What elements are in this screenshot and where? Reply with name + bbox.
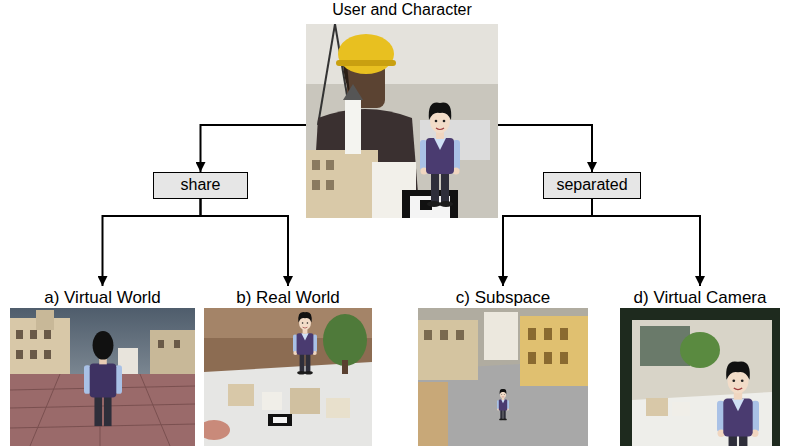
- subspace-photo: [418, 320, 478, 380]
- photo-caption: User and Character: [330, 1, 474, 19]
- virtual-camera-photo: [620, 308, 780, 446]
- virtual-world-photo: [84, 331, 122, 426]
- user-photo: [306, 24, 498, 84]
- connector-arrow: [201, 125, 307, 172]
- virtual-world-photo: [10, 308, 195, 446]
- user-photo: [312, 160, 320, 170]
- virtual-camera-photo: [672, 402, 690, 416]
- photo-caption: a) Virtual World: [42, 288, 163, 308]
- process-box: share: [153, 172, 248, 199]
- photo-caption: d) Virtual Camera: [632, 288, 769, 308]
- user-photo: [343, 84, 363, 100]
- virtual-world-photo: [30, 350, 37, 359]
- photo-caption: b) Real World: [234, 288, 342, 308]
- box-label: share: [180, 176, 220, 194]
- photo-node: d) Virtual Camera: [620, 286, 780, 446]
- box-label: separated: [556, 176, 627, 194]
- photo-caption: c) Subspace: [454, 288, 553, 308]
- user-photo: [306, 24, 498, 218]
- real-world-photo: [204, 308, 372, 446]
- subspace-photo: [484, 312, 518, 360]
- virtual-world-photo: [30, 330, 37, 339]
- real-world-photo: [342, 360, 348, 374]
- virtual-world-photo: [158, 340, 164, 348]
- connector-arrow: [592, 199, 700, 286]
- real-world-photo: [323, 314, 367, 366]
- subspace-photo: [497, 389, 509, 420]
- virtual-camera-photo: [680, 332, 720, 368]
- subspace-photo: [528, 352, 536, 364]
- real-world-photo: [293, 312, 317, 375]
- virtual-camera-photo: [717, 361, 759, 446]
- virtual-world-photo: [44, 330, 51, 339]
- subspace-photo: [418, 308, 588, 446]
- virtual-world-photo: [10, 308, 195, 446]
- subspace-photo: [544, 352, 552, 364]
- real-world-photo: [326, 398, 350, 418]
- virtual-camera-photo: [646, 398, 668, 416]
- user-photo: [306, 150, 378, 218]
- subspace-photo: [528, 328, 536, 340]
- virtual-world-photo: [36, 310, 54, 330]
- subspace-photo: [418, 382, 448, 446]
- virtual-world-photo: [16, 330, 23, 339]
- virtual-world-photo: [150, 330, 195, 376]
- connector-arrow: [498, 125, 592, 172]
- real-world-photo: [204, 362, 372, 446]
- photo-node: c) Subspace: [418, 286, 588, 446]
- user-photo: [420, 103, 460, 207]
- real-world-photo: [228, 384, 254, 406]
- photo-node: b) Real World: [204, 286, 372, 446]
- real-world-photo: [290, 388, 320, 414]
- user-photo: [326, 160, 334, 170]
- user-photo-node: User and Character: [306, 0, 498, 218]
- virtual-world-photo: [16, 350, 23, 359]
- user-photo: [345, 98, 361, 154]
- user-photo: [336, 60, 396, 66]
- subspace-photo: [440, 330, 448, 340]
- subspace-photo: [456, 330, 464, 340]
- subspace-photo: [560, 352, 568, 364]
- connector-arrow: [201, 199, 289, 286]
- subspace-photo: [544, 328, 552, 340]
- subspace-photo: [520, 316, 588, 386]
- subspace-photo: [418, 308, 588, 446]
- user-photo: [306, 24, 498, 218]
- virtual-world-photo: [174, 340, 180, 348]
- user-photo: [326, 180, 334, 190]
- user-photo: [318, 24, 335, 125]
- process-box: separated: [543, 172, 641, 199]
- real-world-photo: [204, 420, 230, 440]
- user-photo: [312, 180, 320, 190]
- real-world-photo: [268, 414, 292, 426]
- connector-arrow: [503, 199, 592, 286]
- subspace-photo: [560, 328, 568, 340]
- virtual-world-photo: [44, 350, 51, 359]
- connector-arrow: [103, 199, 201, 286]
- real-world-photo: [273, 417, 287, 423]
- photo-node: a) Virtual World: [10, 286, 195, 446]
- real-world-photo: [262, 392, 282, 410]
- subspace-photo: [424, 330, 432, 340]
- user-photo: [338, 34, 394, 74]
- real-world-photo: [204, 308, 372, 446]
